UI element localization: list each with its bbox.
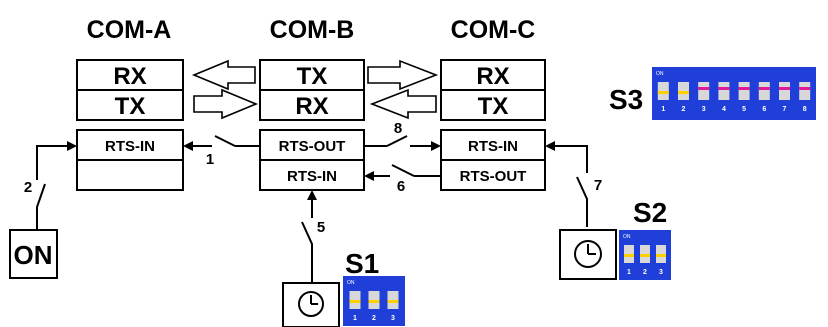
dip-s2-switch-2[interactable] <box>640 245 650 263</box>
dip-s3-number-2: 2 <box>682 106 686 113</box>
dip-s3-number-3: 3 <box>702 106 706 113</box>
switch-1: 1 <box>183 135 260 168</box>
on-label: ON <box>14 240 53 270</box>
dip-switch-s3[interactable]: ON 1 2 3 4 5 6 7 8 <box>652 67 816 120</box>
switch-5: 5 <box>301 190 325 283</box>
dip-s1-switch-2[interactable] <box>368 291 380 309</box>
com-c-tx-label: TX <box>478 93 509 120</box>
dip-s3-number-6: 6 <box>762 106 766 113</box>
dip-s3-number-1: 1 <box>661 106 665 113</box>
com-b-tx-label: TX <box>297 63 328 90</box>
dip-s3-on-text: ON <box>656 71 664 77</box>
dip-s2-number-2: 2 <box>643 269 647 276</box>
com-c-rts-out-label: RTS-OUT <box>460 168 527 185</box>
dip-s3-switch-8[interactable] <box>799 82 811 100</box>
com-b-tx-cell <box>259 59 365 91</box>
switch-2-number: 2 <box>24 179 32 196</box>
com-c-title: COM-C <box>451 16 536 44</box>
com-a-title: COM-A <box>87 16 172 44</box>
dip-s1-switch-1[interactable] <box>349 291 361 309</box>
clock-icon <box>298 291 324 317</box>
dip-s3-switch-7[interactable] <box>779 82 790 100</box>
arrow-b-tx-to-a-rx <box>191 59 256 91</box>
com-b-rts-in-label: RTS-IN <box>287 168 337 185</box>
dip-s1-switch-3[interactable] <box>387 291 399 309</box>
com-b-rx-label: RX <box>295 93 328 120</box>
dip-s3-switch-5[interactable] <box>738 82 750 100</box>
dip-s3-number-5: 5 <box>742 106 746 113</box>
com-a-rts-in-label: RTS-IN <box>105 138 155 155</box>
on-box <box>9 229 58 279</box>
switch-1-number: 1 <box>206 151 214 168</box>
switch-6-number: 6 <box>397 178 405 195</box>
dip-s3-switch-2[interactable] <box>678 82 689 100</box>
s2-label: S2 <box>633 197 667 228</box>
dip-s3-number-8: 8 <box>803 106 807 113</box>
dip-s1-number-2: 2 <box>372 315 376 322</box>
switch-2: 2 <box>24 141 77 230</box>
switch-8-number: 8 <box>394 120 402 137</box>
s1-label: S1 <box>345 248 379 279</box>
com-c-rts-out-cell <box>440 159 546 191</box>
switch-5-number: 5 <box>317 219 325 236</box>
dip-s1-number-3: 3 <box>391 315 395 322</box>
arrow-c-tx-to-b-rx <box>369 88 437 120</box>
com-c-port: RX TX RTS-IN RTS-OUT <box>440 59 546 191</box>
dip-s3-number-4: 4 <box>722 106 726 113</box>
com-b-title: COM-B <box>270 16 355 44</box>
dip-switch-s2[interactable]: ON 1 2 3 <box>619 230 671 280</box>
com-c-rx-label: RX <box>476 63 509 90</box>
dip-s2-number-1: 1 <box>627 269 631 276</box>
dip-switch-s1[interactable]: ON 1 2 3 <box>343 276 405 326</box>
dip-s2-switch-3[interactable] <box>656 245 666 263</box>
dip-s3-switch-3[interactable] <box>698 82 710 100</box>
arrow-a-tx-to-b-rx <box>193 88 259 120</box>
dip-s2-number-3: 3 <box>659 269 663 276</box>
com-b-rx-cell <box>259 89 365 121</box>
dip-s3-switch-6[interactable] <box>758 82 770 100</box>
com-a-empty-cell <box>76 159 184 191</box>
dip-s2-on-text: ON <box>623 234 631 240</box>
com-a-tx-cell <box>76 89 184 121</box>
dip-s3-switch-4[interactable] <box>718 82 730 100</box>
s3-label: S3 <box>609 84 643 115</box>
dip-s1-number-1: 1 <box>353 315 357 322</box>
com-c-rts-in-label: RTS-IN <box>468 138 518 155</box>
com-a-port: RX TX RTS-IN <box>76 59 184 191</box>
switch-7: 7 <box>545 141 602 227</box>
com-c-rts-in-cell <box>440 129 546 161</box>
dip-s3-number-7: 7 <box>783 106 787 113</box>
com-b-port: TX RX RTS-OUT RTS-IN <box>259 59 365 191</box>
com-b-rts-out-label: RTS-OUT <box>279 138 346 155</box>
com-c-tx-cell <box>440 89 546 121</box>
dip-s1-on-text: ON <box>347 280 355 286</box>
com-a-rx-label: RX <box>113 63 146 90</box>
com-c-rx-cell <box>440 59 546 91</box>
dip-s2-switch-1[interactable] <box>624 245 634 263</box>
switch-6: 6 <box>364 164 441 195</box>
switch-8: 8 <box>364 120 441 151</box>
clock-icon <box>574 240 602 268</box>
switch-7-number: 7 <box>594 177 602 194</box>
dip-s3-switch-1[interactable] <box>657 82 669 100</box>
arrow-b-tx-to-c-rx <box>367 59 439 91</box>
com-a-tx-label: TX <box>115 93 146 120</box>
